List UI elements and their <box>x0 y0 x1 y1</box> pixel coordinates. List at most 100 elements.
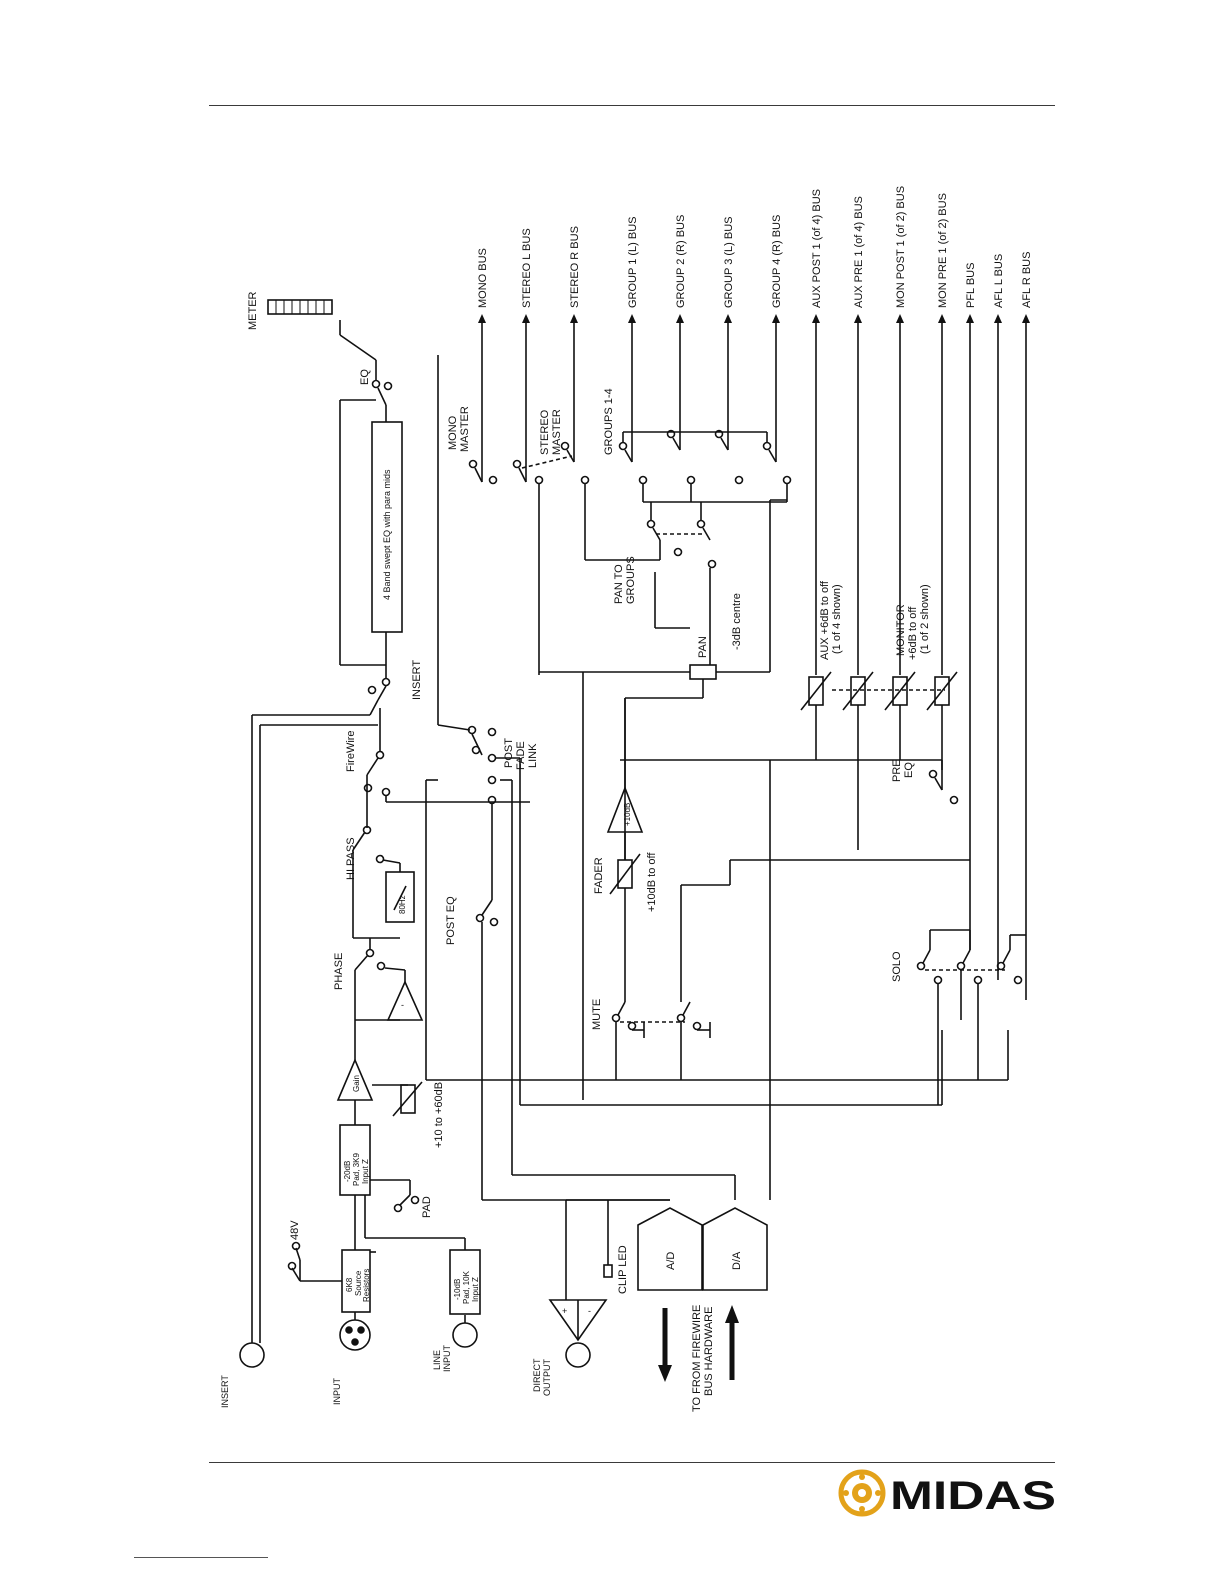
footer-rule <box>209 1462 1055 1463</box>
channel-block-diagram: MONO BUS STEREO L BUS STEREO R BUS GROUP… <box>220 186 1033 1412</box>
gain-stage: Gain +10 to +60dB - PHASE <box>333 938 445 1148</box>
fader-section: +10dB FADER +10dB to off MUTE <box>591 698 970 1080</box>
line-input-label: LINE <box>432 1350 442 1370</box>
phase-inverter-icon <box>386 980 424 1021</box>
mon-pre-pot-icon <box>934 676 950 706</box>
brand-name: MIDAS <box>890 1474 1056 1518</box>
firewire-hw-label: TO FROM FIREWIRE <box>691 1305 703 1412</box>
groups-label: GROUPS 1-4 <box>603 388 615 455</box>
pan-pot-icon <box>689 664 717 680</box>
gain-label: Gain <box>352 1075 361 1092</box>
firewire-label: FireWire <box>345 730 357 772</box>
header-rule <box>209 105 1055 106</box>
filter-stage: 80Hz HI PASS FireWire INSERT <box>345 660 530 939</box>
direct-output-label: OUTPUT <box>542 1359 552 1397</box>
post-eq-label: POST EQ <box>445 896 457 945</box>
pad-20db-text: -20dB <box>343 1161 352 1182</box>
direct-output-jack-icon <box>565 1342 591 1368</box>
bus-lines <box>478 314 1030 1000</box>
bus-label: GROUP 1 (L) BUS <box>627 217 639 309</box>
meter-label: METER <box>247 291 259 330</box>
stereo-master-label: MASTER <box>551 409 563 455</box>
pad-20db-text: Input Z <box>361 1159 370 1184</box>
eq-label: EQ <box>359 369 371 385</box>
pan-to-groups-label: GROUPS <box>625 556 637 604</box>
eq-block-label: 4 Band swept EQ with para mids <box>382 469 392 600</box>
aux-send-label: AUX +6dB to off <box>819 580 831 660</box>
aux-send-label: (1 of 4 shown) <box>831 584 843 654</box>
clip-led-icon <box>603 1264 613 1278</box>
pad-20db-text: Pad, 3K9 <box>352 1153 361 1186</box>
bus-label: GROUP 4 (R) BUS <box>771 215 783 308</box>
monitor-label: (1 of 2 shown) <box>919 584 931 654</box>
midas-logo: MIDAS <box>838 1469 1056 1518</box>
bus-label: AFL R BUS <box>1021 252 1033 308</box>
da-label: D/A <box>731 1251 743 1270</box>
phase-label: PHASE <box>333 953 345 990</box>
monitor-label: +6dB to off <box>907 606 919 660</box>
aux-pre-pot-icon <box>850 676 866 706</box>
clip-led-label: CLIP LED <box>617 1245 629 1294</box>
pan-to-groups-label: PAN TO <box>613 564 625 604</box>
bus-label: AFL L BUS <box>993 254 1005 308</box>
pre-eq-label: PRE <box>891 759 903 782</box>
post-fade-link-label: FADE <box>515 741 527 770</box>
pad-10db-text: Input Z <box>471 1277 480 1302</box>
line-input-jack-icon <box>452 1322 478 1348</box>
ad-label: A/D <box>665 1252 677 1270</box>
midas-emblem-icon <box>838 1469 886 1517</box>
bus-label: STEREO L BUS <box>521 228 533 308</box>
da-converter-icon <box>702 1207 768 1291</box>
insert-jack-icon <box>239 1342 265 1368</box>
svg-text:-: - <box>401 1000 404 1010</box>
post-fade-link-label: LINK <box>527 743 539 768</box>
bus-label: STEREO R BUS <box>569 226 581 308</box>
bus-label: MON PRE 1 (of 2) BUS <box>937 193 949 308</box>
footnote-rule <box>134 1557 268 1558</box>
line-input-label: INPUT <box>442 1344 452 1372</box>
bus-labels: MONO BUS STEREO L BUS STEREO R BUS GROUP… <box>477 186 1033 308</box>
monitor-label: MONITOR <box>895 604 907 656</box>
bus-label: GROUP 3 (L) BUS <box>723 217 735 309</box>
direct-output-label: DIRECT <box>532 1358 542 1392</box>
hi-pass-label: HI PASS <box>345 837 357 880</box>
source-resistors-text: Resistors <box>362 1269 371 1302</box>
phantom-label: 48V <box>289 1220 301 1240</box>
source-resistors-text: Source <box>354 1270 363 1296</box>
aux-post-pot-icon <box>808 676 824 706</box>
output-section: DIRECT OUTPUT + - CLIP LED A/D D/A TO FR… <box>532 1199 768 1412</box>
pre-eq-label: EQ <box>903 762 915 778</box>
insert-label: INSERT <box>411 660 423 700</box>
gain-amplifier-icon <box>336 1057 374 1101</box>
mono-master-label: MASTER <box>459 406 471 452</box>
pan-label: PAN <box>697 636 709 658</box>
source-resistors-text: 6K8 <box>345 1277 354 1292</box>
fader-gain-label: +10dB <box>623 803 632 826</box>
bus-label: AUX POST 1 (of 4) BUS <box>811 189 823 308</box>
firewire-hw-label: BUS HARDWARE <box>703 1307 715 1396</box>
gain-range-label: +10 to +60dB <box>433 1082 445 1148</box>
fader-range-label: +10dB to off <box>646 852 658 912</box>
hpf-freq-label: 80Hz <box>398 895 407 914</box>
pad-label: PAD <box>421 1196 433 1218</box>
mute-label: MUTE <box>591 999 603 1030</box>
eq-block <box>371 421 403 633</box>
ad-converter-icon <box>637 1207 703 1291</box>
xlr-input-label: INPUT <box>332 1377 342 1405</box>
fader-label: FADER <box>593 857 605 894</box>
svg-text:+: + <box>562 1306 567 1316</box>
insert-input-label: INSERT <box>220 1375 230 1408</box>
bus-label: MON POST 1 (of 2) BUS <box>895 186 907 308</box>
aux-section: PRE EQ AUX +6dB to off (1 of 4 shown) MO… <box>620 580 959 1200</box>
eq-stage: 4 Band swept EQ with para mids EQ METER <box>247 291 439 725</box>
post-fade-link-label: POST <box>503 738 515 768</box>
bus-label: PFL BUS <box>965 263 977 308</box>
pan-section: PAN TO GROUPS PAN -3dB centre <box>538 484 787 1100</box>
svg-text:-: - <box>588 1306 591 1316</box>
pan-centre-label: -3dB centre <box>731 593 743 650</box>
mono-master-label: MONO <box>447 415 459 450</box>
mon-post-pot-icon <box>892 676 908 706</box>
master-switches: MONO MASTER STEREO MASTER GROUPS 1-4 <box>447 388 792 503</box>
solo-label: SOLO <box>891 951 903 982</box>
pad-10db-text: Pad, 10K <box>462 1270 471 1304</box>
